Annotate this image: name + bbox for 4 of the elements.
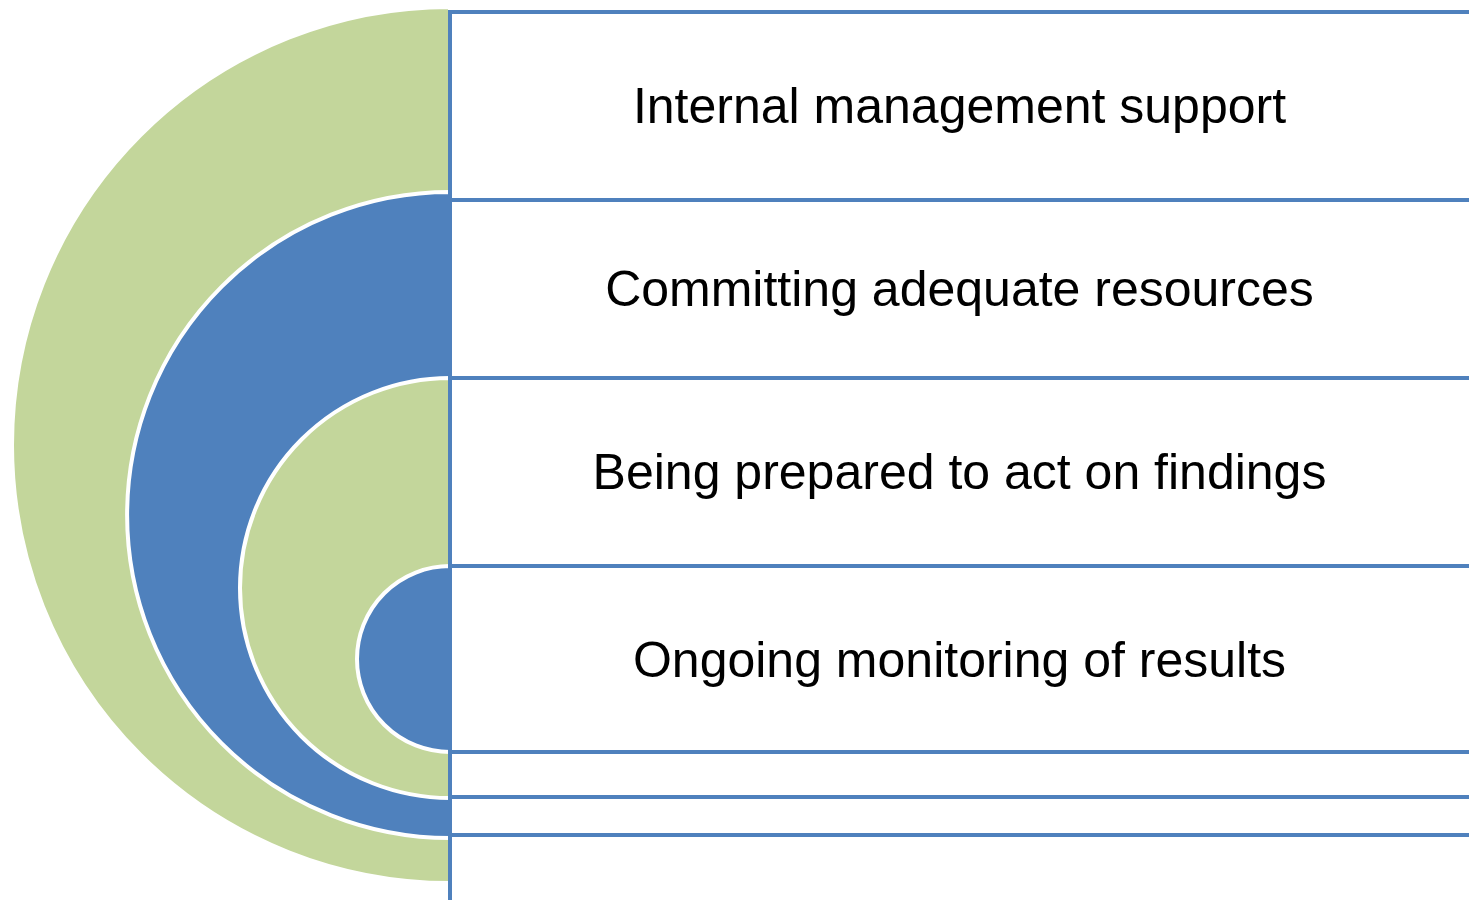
- list-row: Committing adequate resources: [450, 198, 1469, 376]
- list-row: Being prepared to act on findings: [450, 376, 1469, 564]
- list-row: Ongoing monitoring of results: [450, 564, 1469, 752]
- list-row: Internal management support: [450, 10, 1469, 198]
